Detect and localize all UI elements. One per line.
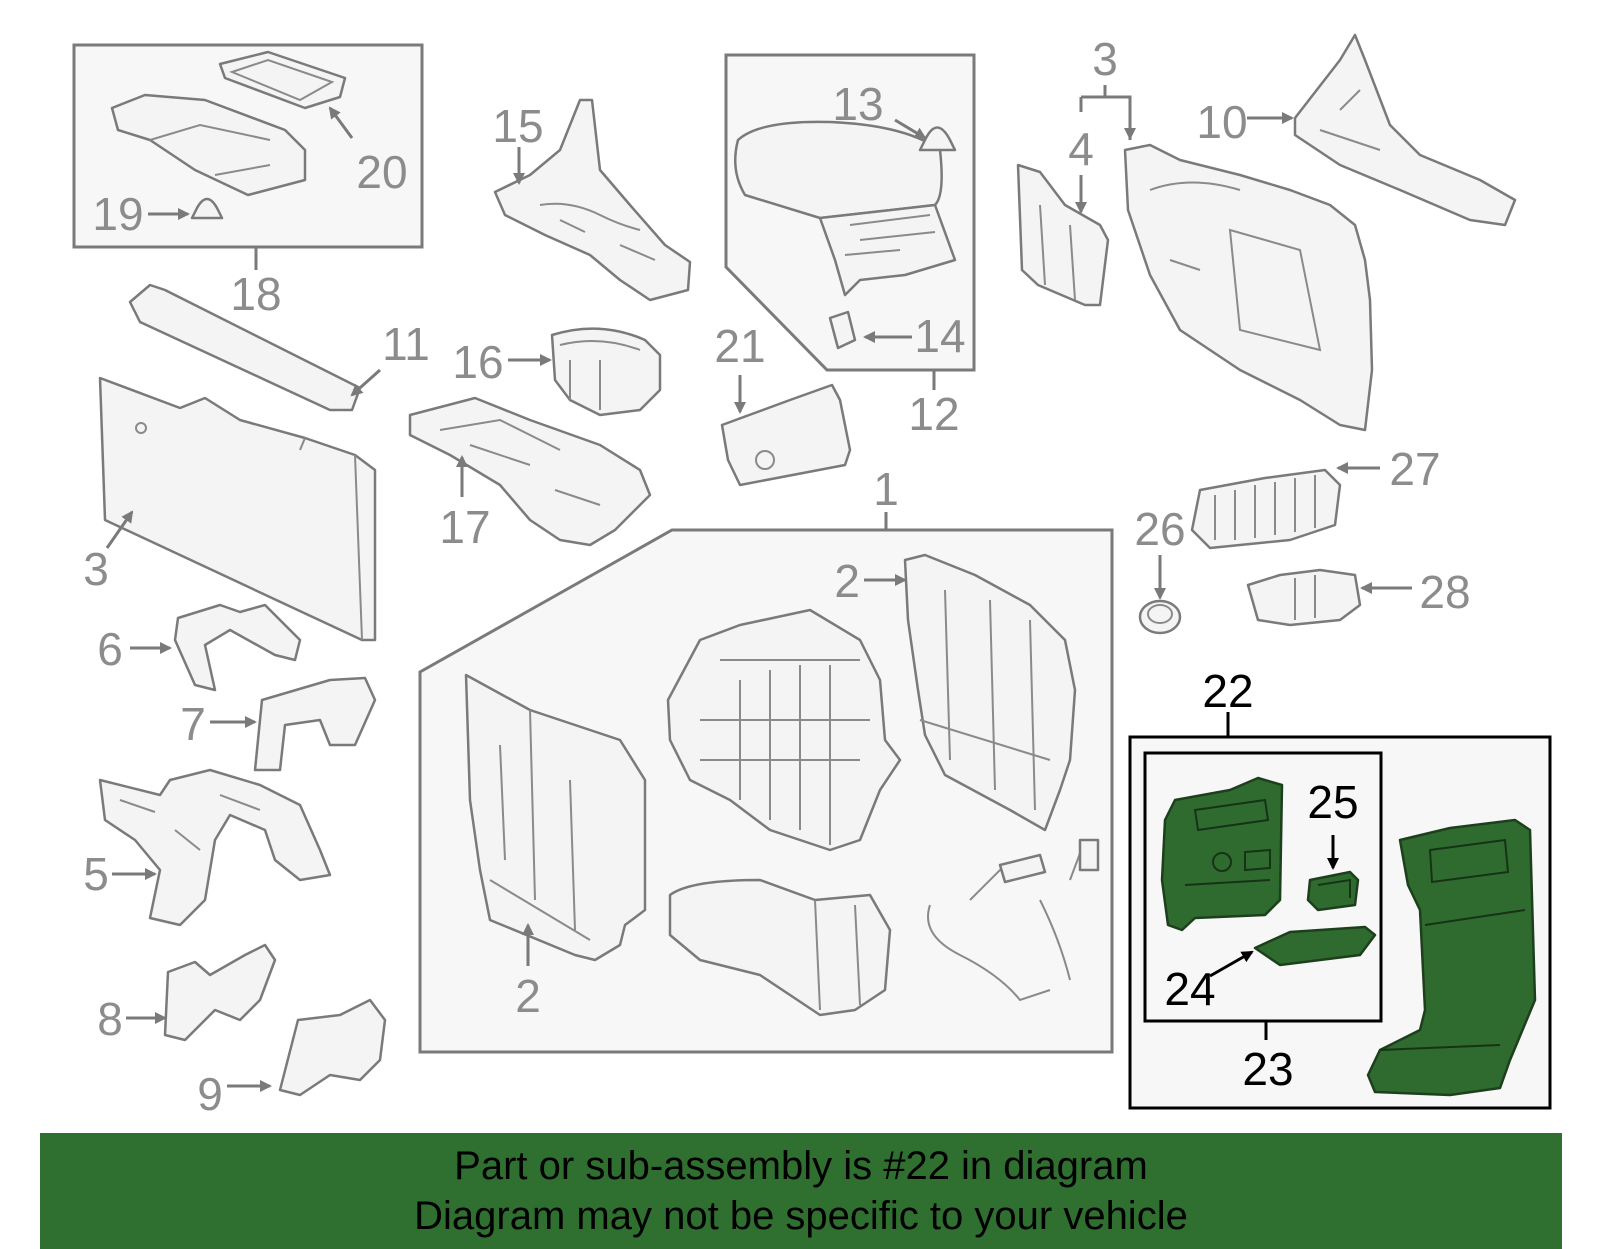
- part-14-bracket[interactable]: [828, 310, 857, 350]
- callout-10: 10: [1196, 96, 1247, 148]
- part-1-console-body[interactable]: [666, 608, 902, 852]
- callout-3-left: 3: [83, 543, 109, 595]
- callout-6: 6: [97, 623, 123, 675]
- part-26-knob[interactable]: [1138, 599, 1182, 635]
- callout-19: 19: [92, 188, 143, 240]
- part-16-cup-holder[interactable]: [550, 327, 662, 417]
- part-10-trim[interactable]: [1293, 33, 1517, 227]
- callout-23: 23: [1242, 1043, 1293, 1095]
- part-2-panel-right[interactable]: [903, 553, 1077, 832]
- callout-18: 18: [230, 268, 281, 320]
- part-2-panel-left[interactable]: [464, 673, 647, 962]
- part-21-cover[interactable]: [720, 383, 852, 487]
- callout-25: 25: [1307, 776, 1358, 828]
- callout-28: 28: [1419, 566, 1470, 618]
- callout-7: 7: [180, 698, 206, 750]
- callout-13: 13: [832, 78, 883, 130]
- info-banner: Part or sub-assembly is #22 in diagram D…: [40, 1133, 1562, 1249]
- part-23-upper-panel[interactable]: [1160, 776, 1284, 932]
- callout-15: 15: [492, 100, 543, 152]
- callout-3-right: 3: [1092, 33, 1118, 85]
- callout-2-lower: 2: [515, 970, 541, 1022]
- part-15-shift-bezel[interactable]: [493, 98, 692, 302]
- callout-17: 17: [439, 501, 490, 553]
- part-3-side-panel-left[interactable]: [98, 376, 377, 642]
- callout-14: 14: [914, 310, 965, 362]
- callout-1: 1: [873, 463, 899, 515]
- part-9-bracket[interactable]: [278, 998, 387, 1097]
- banner-line-1: Part or sub-assembly is #22 in diagram: [454, 1144, 1148, 1188]
- group-18: [72, 43, 424, 270]
- part-18-upper-panel[interactable]: [110, 93, 307, 197]
- group-22: [1128, 712, 1552, 1110]
- part-27-vent[interactable]: [1190, 468, 1342, 550]
- callout-9: 9: [197, 1068, 223, 1120]
- callout-8: 8: [97, 993, 123, 1045]
- callout-22: 22: [1202, 665, 1253, 717]
- part-3-side-panel-right[interactable]: [1123, 143, 1374, 432]
- callout-27: 27: [1389, 443, 1440, 495]
- callout-5: 5: [83, 848, 109, 900]
- part-6-bracket[interactable]: [173, 603, 302, 692]
- callout-11: 11: [382, 318, 430, 370]
- group-1: [418, 512, 1114, 1054]
- part-4-panel[interactable]: [1016, 163, 1110, 307]
- callout-26: 26: [1134, 503, 1185, 555]
- part-1-wire-harness[interactable]: [927, 838, 1100, 1002]
- callout-24: 24: [1164, 963, 1215, 1015]
- part-13-clip[interactable]: [918, 126, 957, 152]
- callout-12: 12: [908, 388, 959, 440]
- part-24-mat[interactable]: [1253, 925, 1377, 967]
- callout-2-upper: 2: [834, 555, 860, 607]
- part-22-rear-panel[interactable]: [1366, 818, 1537, 1097]
- part-1-duct[interactable]: [668, 878, 892, 1017]
- part-20-mat[interactable]: [218, 50, 347, 110]
- part-8-bracket[interactable]: [163, 943, 277, 1042]
- callout-16: 16: [452, 336, 503, 388]
- part-19-clip[interactable]: [190, 197, 224, 220]
- part-25-switch[interactable]: [1306, 870, 1360, 912]
- part-11-trim-strip[interactable]: [128, 283, 362, 412]
- callout-21: 21: [714, 320, 765, 372]
- group-12: [724, 53, 976, 390]
- callout-4: 4: [1068, 123, 1094, 175]
- part-5-frame[interactable]: [98, 768, 332, 927]
- part-28-vent[interactable]: [1246, 568, 1362, 627]
- part-7-bracket[interactable]: [253, 676, 377, 772]
- banner-line-2: Diagram may not be specific to your vehi…: [414, 1194, 1188, 1238]
- callout-20: 20: [356, 146, 407, 198]
